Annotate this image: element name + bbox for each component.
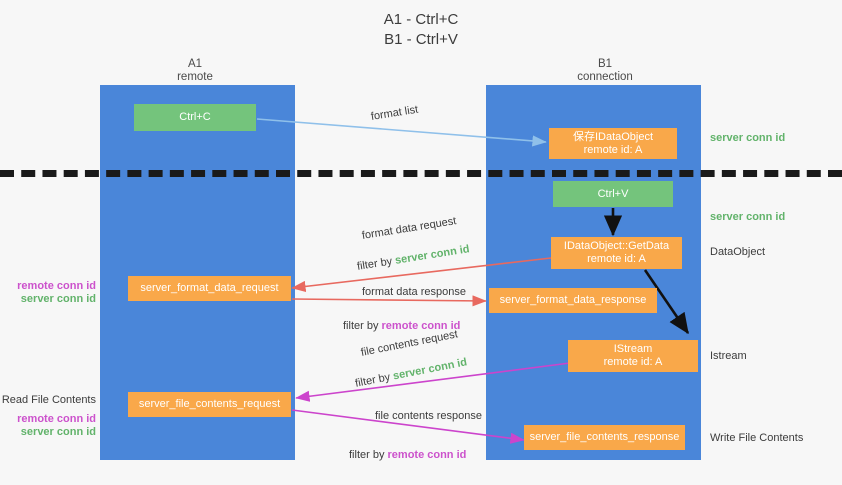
filter-prefix: filter by xyxy=(343,320,382,332)
box-server-file-contents-response[interactable]: server_file_contents_response xyxy=(524,425,685,450)
filter-prefix: filter by xyxy=(356,254,397,273)
column-header-a1: A1 remote xyxy=(177,58,213,83)
box-ctrl-v[interactable]: Ctrl+V xyxy=(553,181,673,207)
page-title: A1 - Ctrl+C B1 - Ctrl+V xyxy=(383,11,459,48)
annotation-left-server-conn-id-2: server conn id xyxy=(20,426,96,438)
box-istream[interactable]: IStream remote id: A xyxy=(568,340,698,372)
annotation-left-remote-conn-id-1: remote conn id xyxy=(17,280,96,292)
column-header-b1: B1 connection xyxy=(577,58,633,83)
filter-value-server-conn-id: server conn id xyxy=(394,243,471,267)
annotation-left-read-file-contents: Read File Contents xyxy=(1,394,96,406)
box-server-format-data-request[interactable]: server_format_data_request xyxy=(128,276,291,301)
filter-value-remote-conn-id: remote conn id xyxy=(387,449,467,461)
annotation-right-dataobject: DataObject xyxy=(710,246,766,258)
annotation-left-server-conn-id-1: server conn id xyxy=(20,293,96,305)
box-server-file-contents-request[interactable]: server_file_contents_request xyxy=(128,392,291,417)
box-server-format-data-response[interactable]: server_format_data_response xyxy=(489,288,657,313)
annotation-right-write-file-contents: Write File Contents xyxy=(710,432,804,444)
label-format-list: format list xyxy=(370,103,420,123)
arrow-format-data-response xyxy=(291,295,487,307)
phase-divider xyxy=(0,170,842,177)
box-save-idataobject[interactable]: 保存IDataObject remote id: A xyxy=(549,128,677,159)
annotation-right-server-conn-id-mid: server conn id xyxy=(710,211,786,223)
filter-value-remote-conn-id: remote conn id xyxy=(381,320,461,332)
annotation-right-istream: Istream xyxy=(710,350,747,362)
box-idataobject-getdata[interactable]: IDataObject::GetData remote id: A xyxy=(551,237,682,269)
filter-value-server-conn-id: server conn id xyxy=(391,356,469,383)
label-format-data-response-filter: filter by remote conn id xyxy=(343,305,460,333)
filter-prefix: filter by xyxy=(349,449,388,461)
annotation-left-remote-conn-id-2: remote conn id xyxy=(17,413,96,425)
annotation-right-server-conn-id-top: server conn id xyxy=(710,132,786,144)
label-file-contents-response: file contents response xyxy=(375,410,483,422)
label-format-data-response: format data response xyxy=(362,286,466,298)
box-ctrl-c[interactable]: Ctrl+C xyxy=(134,104,256,131)
label-file-contents-response-filter: filter by remote conn id xyxy=(349,434,466,462)
filter-prefix: filter by xyxy=(354,370,395,390)
